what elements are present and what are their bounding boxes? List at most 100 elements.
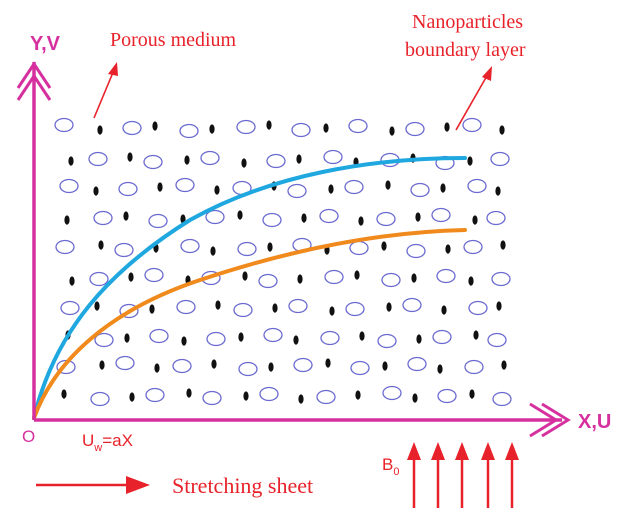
particle-dot bbox=[94, 301, 100, 311]
magnetic-field-label: B0 bbox=[382, 455, 399, 478]
particle-ring bbox=[200, 150, 220, 166]
particle-dot bbox=[437, 364, 443, 374]
particle-dot bbox=[149, 304, 155, 314]
particle-dot bbox=[441, 305, 447, 315]
porous-medium-label: Porous medium bbox=[110, 29, 237, 51]
particle-ring bbox=[432, 329, 452, 345]
particle-dot bbox=[124, 333, 130, 343]
particle-dot bbox=[210, 246, 216, 256]
particle-dot bbox=[129, 392, 135, 402]
particle-ring bbox=[122, 120, 142, 136]
particle-dot bbox=[301, 213, 307, 223]
particle-dot bbox=[214, 185, 220, 195]
particle-dot bbox=[468, 276, 474, 286]
velocity-boundary-curve bbox=[32, 156, 467, 420]
particle-ring bbox=[175, 177, 195, 193]
particle-ring bbox=[258, 273, 278, 289]
particle-dot bbox=[293, 335, 299, 345]
particle-ring bbox=[405, 121, 425, 137]
particle-ring bbox=[143, 154, 163, 170]
particle-dot bbox=[469, 389, 475, 399]
particle-dot bbox=[296, 154, 302, 164]
particle-dot bbox=[266, 120, 272, 130]
particle-ring bbox=[288, 298, 308, 314]
particle-ring bbox=[287, 183, 307, 199]
particle-dot bbox=[184, 155, 190, 165]
particle-ring bbox=[468, 300, 488, 316]
particle-dot bbox=[64, 215, 70, 225]
particle-dot bbox=[154, 363, 160, 373]
particle-ring bbox=[180, 238, 200, 254]
particle-ring bbox=[59, 178, 79, 194]
particle-dot bbox=[501, 360, 507, 370]
particle-ring bbox=[119, 303, 139, 319]
particle-ring bbox=[233, 302, 253, 318]
particle-ring bbox=[115, 355, 135, 371]
b-field-arrow-head bbox=[481, 442, 495, 460]
particle-dot bbox=[355, 390, 361, 400]
particle-dot bbox=[127, 152, 133, 162]
y-axis-label: Y,V bbox=[30, 33, 61, 55]
particle-ring bbox=[259, 386, 279, 402]
particle-ring bbox=[320, 330, 340, 346]
particle-dot bbox=[328, 184, 334, 194]
particle-dot bbox=[329, 306, 335, 316]
particle-ring bbox=[54, 117, 74, 133]
particle-ring bbox=[172, 358, 192, 374]
particle-ring bbox=[206, 331, 226, 347]
particle-dot bbox=[495, 186, 501, 196]
particle-ring bbox=[464, 359, 484, 375]
particle-dot bbox=[272, 303, 278, 313]
particle-ring bbox=[60, 300, 80, 316]
particle-ring bbox=[382, 385, 402, 401]
particle-dot bbox=[381, 241, 387, 251]
particle-ring bbox=[293, 357, 313, 373]
particle-dot bbox=[386, 302, 392, 312]
particle-dot bbox=[267, 242, 273, 252]
particle-ring bbox=[344, 179, 364, 195]
y-axis bbox=[16, 61, 52, 420]
particle-ring bbox=[55, 239, 75, 255]
particle-ring bbox=[149, 328, 169, 344]
particle-ring bbox=[487, 332, 507, 348]
particle-dot bbox=[382, 361, 388, 371]
particle-ring bbox=[145, 387, 165, 403]
particle-ring bbox=[349, 240, 369, 256]
particle-dot bbox=[99, 360, 105, 370]
particle-ring bbox=[237, 241, 257, 257]
particle-dot bbox=[237, 210, 243, 220]
particle-dot bbox=[181, 336, 187, 346]
particle-ring bbox=[323, 149, 343, 165]
b-field-arrow-head bbox=[455, 442, 469, 460]
particle-ring bbox=[88, 151, 108, 167]
particle-dot bbox=[412, 393, 418, 403]
particle-dot bbox=[268, 362, 274, 372]
particle-ring bbox=[437, 388, 457, 404]
particle-dot bbox=[445, 244, 451, 254]
particle-ring bbox=[144, 267, 164, 283]
particle-dot bbox=[354, 270, 360, 280]
particle-dot bbox=[98, 240, 104, 250]
particle-dot bbox=[467, 156, 473, 166]
particle-ring bbox=[202, 390, 222, 406]
particle-ring bbox=[406, 243, 426, 259]
particle-ring bbox=[179, 123, 199, 139]
particle-ring bbox=[381, 272, 401, 288]
particle-ring bbox=[491, 271, 511, 287]
particle-ring bbox=[114, 242, 134, 258]
particle-ring bbox=[319, 208, 339, 224]
porous-particles bbox=[54, 117, 512, 407]
particle-ring bbox=[205, 209, 225, 225]
particle-dot bbox=[473, 330, 479, 340]
particle-dot bbox=[359, 331, 365, 341]
particle-ring bbox=[118, 181, 138, 197]
particle-dot bbox=[242, 271, 248, 281]
particle-dot bbox=[472, 215, 478, 225]
particle-dot bbox=[215, 300, 221, 310]
x-axis bbox=[34, 402, 571, 438]
particle-dot bbox=[411, 273, 417, 283]
particle-ring bbox=[89, 271, 109, 287]
particle-dot bbox=[93, 186, 99, 196]
particle-ring bbox=[291, 122, 311, 138]
